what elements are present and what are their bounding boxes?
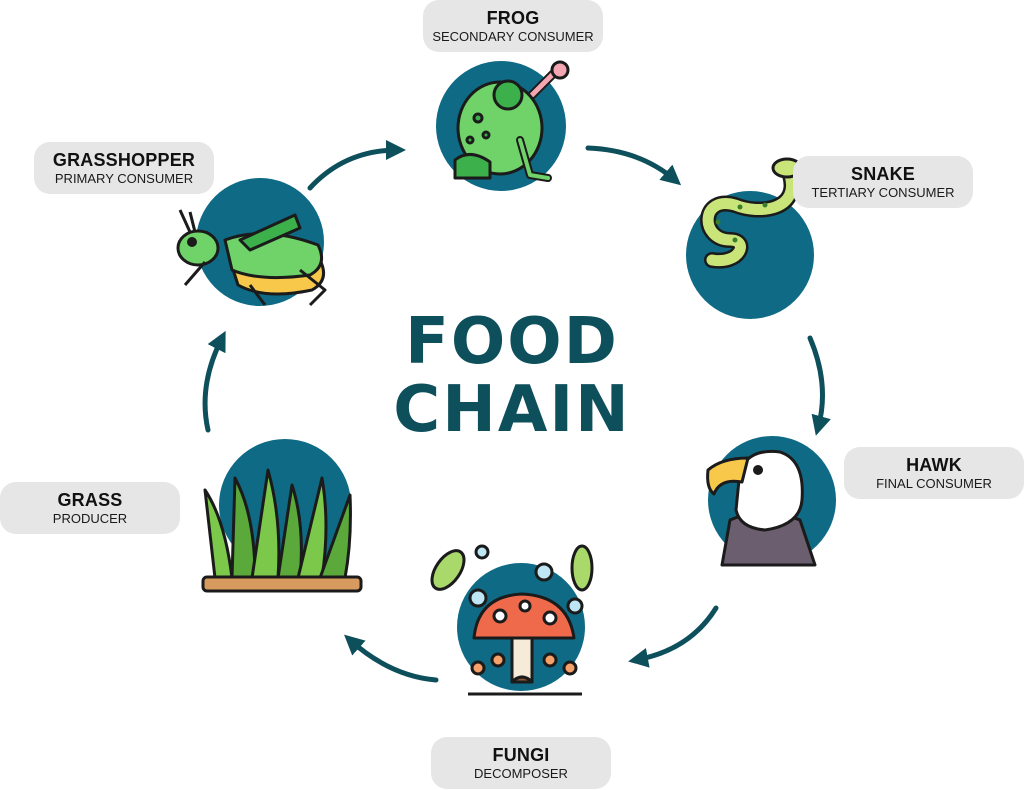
grass-name: GRASS (57, 490, 123, 510)
hawk-node (706, 436, 836, 567)
frog-label: FROG SECONDARY CONSUMER (423, 0, 603, 52)
frog-name: FROG (486, 8, 540, 28)
cycle-arrows (202, 140, 831, 683)
snake-label: SNAKE TERTIARY CONSUMER (793, 156, 973, 208)
snake-role: TERTIARY CONSUMER (811, 185, 955, 200)
frog-icon (453, 60, 570, 182)
snake-node (686, 157, 814, 319)
arrow-snake-to-hawk (807, 335, 831, 436)
hawk-role: FINAL CONSUMER (876, 476, 992, 491)
fungi-node (430, 544, 594, 696)
grass-role: PRODUCER (52, 511, 128, 526)
grass-icon (201, 468, 363, 593)
frog-node (436, 60, 570, 191)
arrow-hawk-to-fungi (628, 605, 719, 668)
grasshopper-label: GRASSHOPPER PRIMARY CONSUMER (34, 142, 214, 194)
grass-label: GRASS PRODUCER (0, 482, 180, 534)
hawk-label: HAWK FINAL CONSUMER (844, 447, 1024, 499)
frog-role: SECONDARY CONSUMER (432, 29, 594, 44)
arrow-fungi-to-grass (344, 634, 439, 683)
grasshopper-node (176, 178, 327, 307)
fungi-role: DECOMPOSER (474, 766, 568, 781)
arrow-grasshopper-to-frog (307, 140, 406, 191)
grass-node (201, 439, 363, 593)
snake-name: SNAKE (850, 164, 915, 184)
diagram-title: FOOD CHAIN (362, 308, 662, 444)
hawk-icon (706, 449, 817, 567)
grasshopper-role: PRIMARY CONSUMER (54, 171, 194, 186)
arrow-frog-to-snake (585, 145, 682, 186)
hawk-name: HAWK (906, 455, 962, 475)
title-line-2: CHAIN (393, 373, 631, 447)
fungi-label: FUNGI DECOMPOSER (431, 737, 611, 789)
fungi-name: FUNGI (492, 745, 550, 765)
snake-icon (700, 157, 803, 269)
arrow-grass-to-grasshopper (202, 330, 226, 433)
grasshopper-name: GRASSHOPPER (52, 150, 196, 170)
mushroom-icon (430, 544, 594, 696)
title-line-1: FOOD (405, 305, 619, 379)
grasshopper-icon (176, 209, 327, 307)
